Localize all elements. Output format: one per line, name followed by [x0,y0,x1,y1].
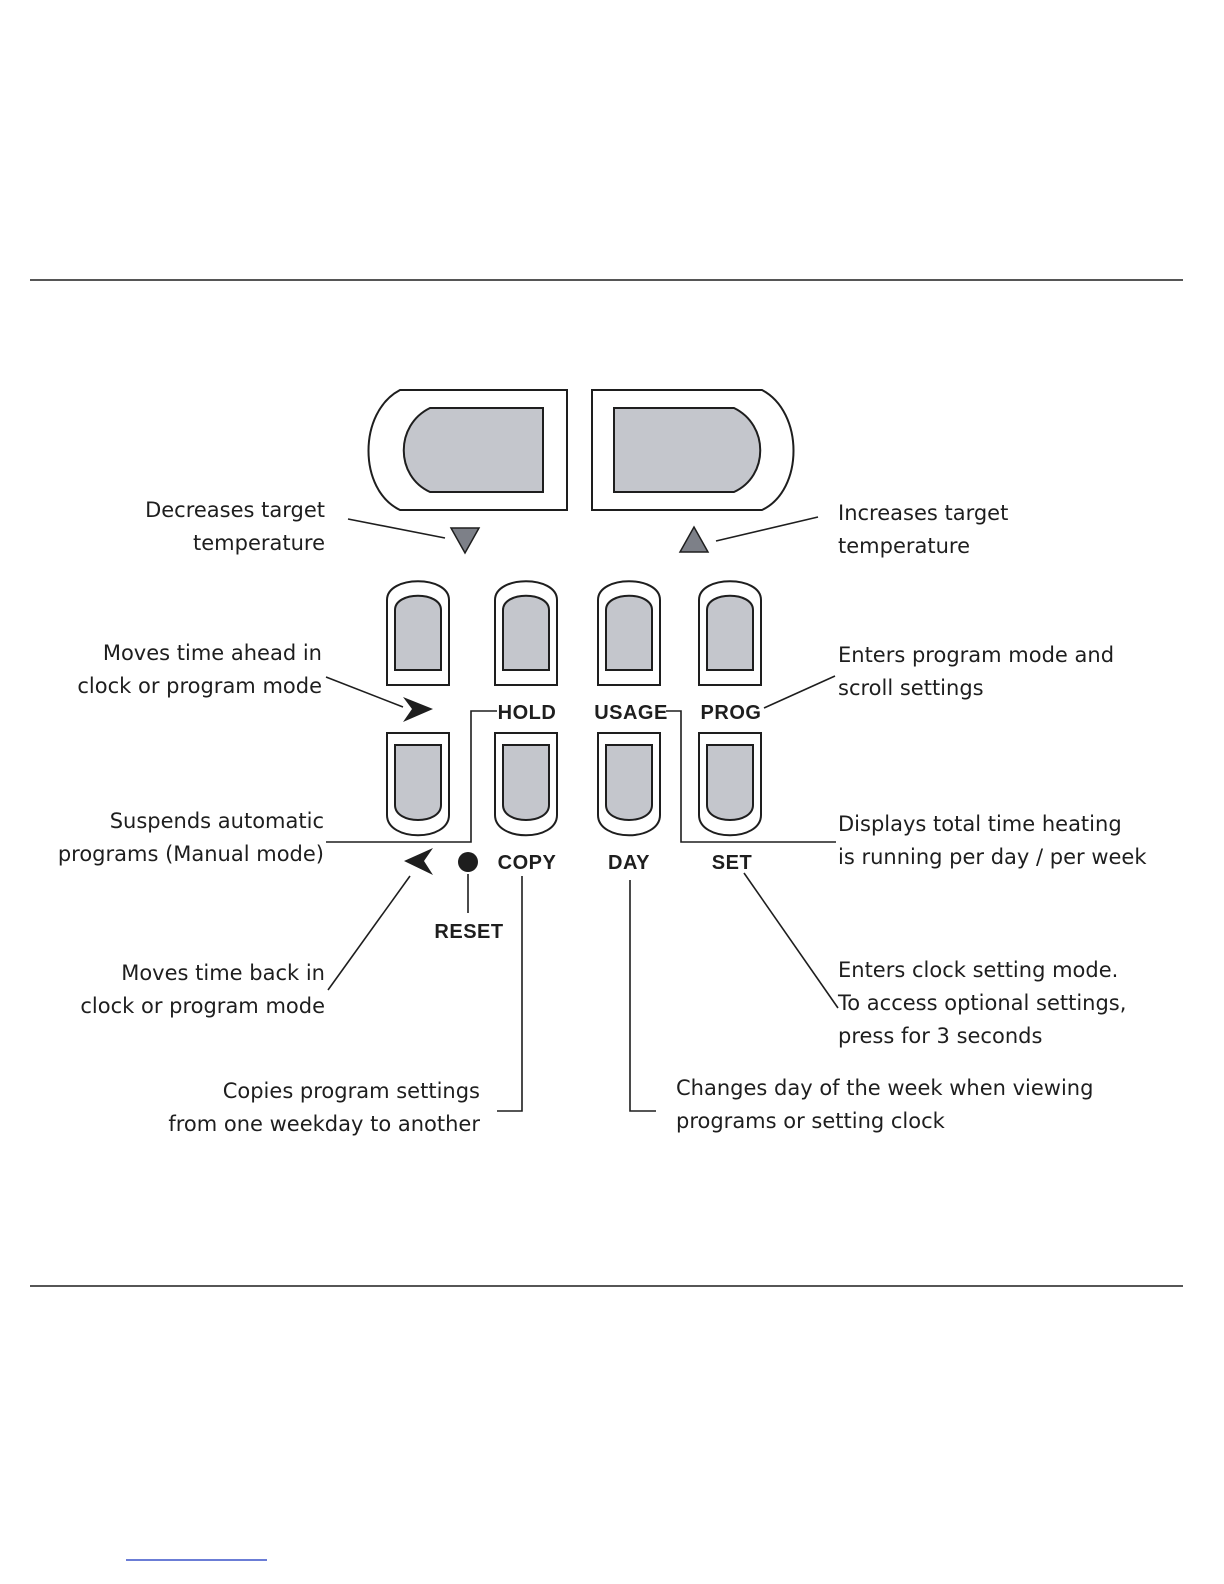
prog-label: PROG [701,702,762,724]
changes-day-leader [629,880,656,1112]
day-button[interactable] [597,732,661,837]
increase-callout-line-1: Increases target [838,501,1008,525]
changes-day-callout-line-1: Changes day of the week when viewing [676,1076,1093,1100]
increase-leader [715,516,819,542]
time-ahead-callout-line-1: Moves time ahead in [103,641,322,665]
usage-callout-line-2: is running per day / per week [838,845,1147,869]
usage-leader [666,710,836,843]
hold-button[interactable] [494,580,558,686]
clock-setting-leader [743,872,839,1009]
program-mode-callout-line-2: scroll settings [838,676,984,700]
usage-button[interactable] [597,580,661,686]
down-triangle-icon [449,527,481,555]
reset-label: RESET [434,921,503,943]
time-back-button[interactable] [386,732,450,837]
copy-button[interactable] [494,732,558,837]
clock-setting-callout-line-2: To access optional settings, [837,991,1126,1015]
clock-setting-callout-line-3: press for 3 seconds [838,1024,1042,1048]
time-ahead-callout-line-2: clock or program mode [77,674,322,698]
usage-label: USAGE [594,702,668,724]
time-ahead-button[interactable] [386,580,450,686]
right-arrow-icon [403,697,433,722]
decrease-temperature-button[interactable] [367,389,568,511]
hold-label: HOLD [498,702,557,724]
day-label: DAY [608,852,650,874]
changes-day-callout-line-2: programs or setting clock [676,1109,946,1133]
copies-callout-line-2: from one weekday to another [168,1112,480,1136]
decrease-leader [347,518,446,539]
time-back-leader [327,875,411,991]
program-mode-leader [763,675,836,709]
usage-callout-line-1: Displays total time heating [838,812,1122,836]
reset-button[interactable] [458,852,478,872]
prog-button[interactable] [698,580,762,686]
time-back-callout-line-2: clock or program mode [80,994,325,1018]
increase-callout-line-2: temperature [838,534,970,558]
suspends-leader [326,710,497,843]
decrease-callout-line-1: Decreases target [145,498,325,522]
time-back-callout-line-1: Moves time back in [121,961,325,985]
decrease-callout-line-2: temperature [193,531,325,555]
left-arrow-icon [404,848,433,875]
program-mode-callout-line-1: Enters program mode and [838,643,1114,667]
set-button[interactable] [698,732,762,837]
up-triangle-icon [678,525,710,553]
copy-label: COPY [498,852,557,874]
copies-leader [497,876,523,1112]
increase-temperature-button[interactable] [591,389,795,511]
copies-callout-line-1: Copies program settings [223,1079,480,1103]
set-label: SET [712,852,752,874]
time-ahead-leader [325,676,404,708]
suspends-callout-line-1: Suspends automatic [110,809,324,833]
suspends-callout-line-2: programs (Manual mode) [58,842,324,866]
clock-setting-callout-line-1: Enters clock setting mode. [838,958,1118,982]
